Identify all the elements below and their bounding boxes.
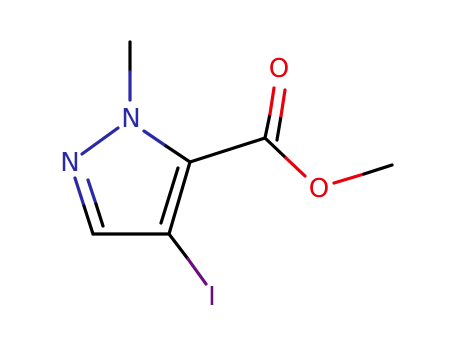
- bond-carbonyl-ester-oxygen: [263, 136, 307, 178]
- atom-label-oxygen-carbonyl: O: [269, 54, 289, 84]
- bond-c4-iodine: [167, 232, 208, 286]
- atom-label-iodine: I: [208, 282, 216, 312]
- bond-c5-carbonyl-carbon: [188, 136, 267, 164]
- atom-label-oxygen-ester: O: [309, 174, 329, 204]
- atom-label-nitrogen-2: N: [60, 148, 79, 178]
- bond-n2-c3-double: [73, 176, 105, 236]
- bond-n1-c5: [142, 129, 192, 164]
- bond-carbonyl-double: [263, 86, 287, 142]
- bond-ester-oxygen-methyl: [332, 163, 394, 185]
- bond-n1-n2: [80, 126, 120, 156]
- atom-label-nitrogen-1: N: [121, 104, 140, 134]
- bond-c4-c5-double: [159, 160, 192, 236]
